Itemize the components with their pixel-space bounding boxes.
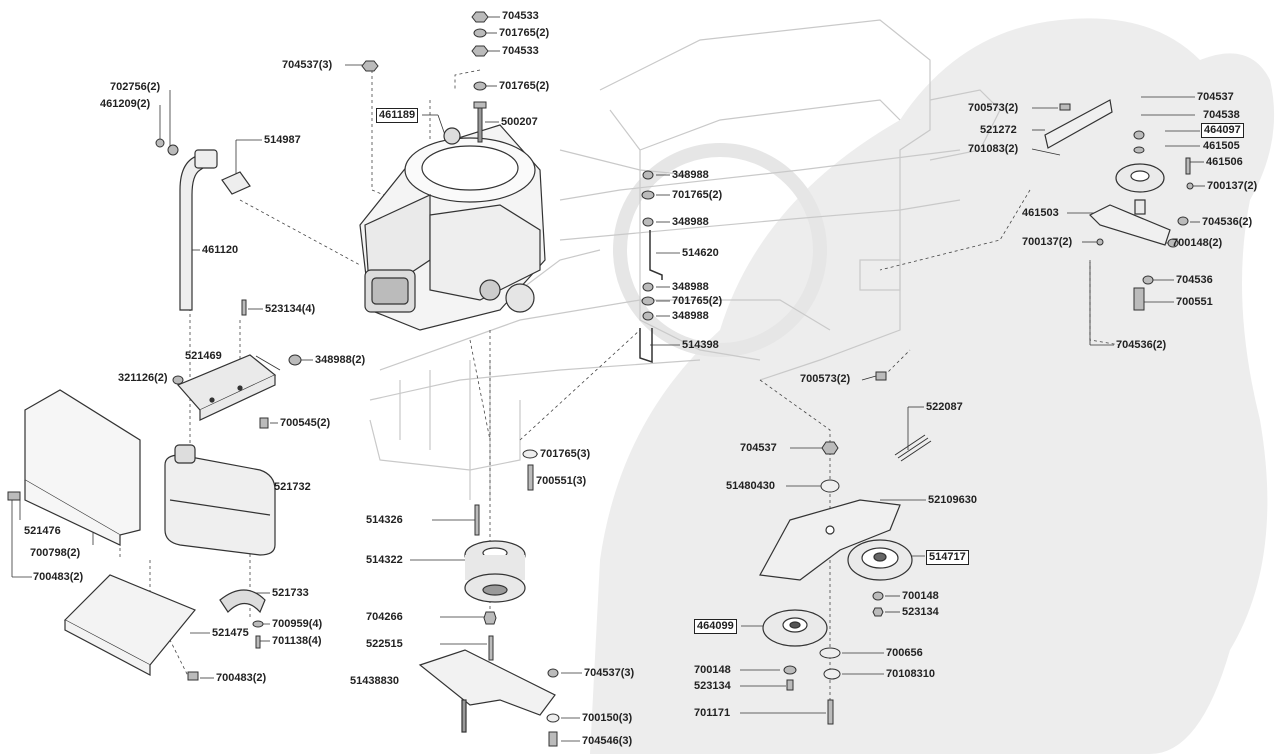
label-522087: 522087 [926,401,963,413]
belt-spring [894,434,932,462]
label-701765-2: 701765(2) [499,27,550,39]
label-461503: 461503 [1022,207,1059,219]
label-348988: 348988 [672,169,709,181]
label-701083-2: 701083(2) [968,143,1019,155]
label-704536-2: 704536(2) [1202,216,1253,228]
label-700148-2: 700148(2) [1172,237,1223,249]
label-701765-2: 701765(2) [499,80,550,92]
label-348988: 348988 [672,281,709,293]
label-514398: 514398 [682,339,719,351]
muffler-bracket [176,354,277,421]
flat-idler-pulley [847,539,913,581]
label-500207: 500207 [501,116,538,128]
engine-assembly [359,124,546,331]
upper-right-pulley [1115,163,1165,215]
label-464097: 464097 [1201,123,1244,138]
label-700551-3: 700551(3) [536,475,587,487]
label-700656: 700656 [886,647,923,659]
label-704536: 704536 [1176,274,1213,286]
label-700798-2: 700798(2) [30,547,81,559]
label-514322: 514322 [366,554,403,566]
engine-pulley [464,540,526,603]
label-514717: 514717 [926,550,969,565]
label-700545-2: 700545(2) [280,417,331,429]
label-52109630: 52109630 [928,494,977,506]
exhaust-flange [219,589,266,614]
watermark-logo [590,18,1275,754]
label-701138-4: 701138(4) [272,635,322,647]
label-700148: 700148 [902,590,939,602]
v-idler-pulley [762,609,828,647]
label-700959-4: 700959(4) [272,618,323,630]
label-704533: 704533 [502,45,539,57]
label-700137-2: 700137(2) [1022,236,1073,248]
label-701171: 701171 [694,707,731,719]
pulley-bracket [418,649,556,733]
label-521733: 521733 [272,587,309,599]
label-70108310: 70108310 [886,668,935,680]
label-464099: 464099 [694,619,737,634]
label-461189: 461189 [376,108,419,123]
label-700483-2: 700483(2) [33,571,84,583]
label-348988-2: 348988(2) [315,354,366,366]
label-704533: 704533 [502,10,539,22]
label-704537-3: 704537(3) [584,667,635,679]
idler-arm [759,499,901,581]
label-348988: 348988 [672,310,709,322]
label-704538: 704538 [1203,109,1240,121]
label-521476: 521476 [24,525,61,537]
label-514987: 514987 [264,134,301,146]
label-521732: 521732 [274,481,311,493]
label-521475: 521475 [212,627,249,639]
label-701765-2: 701765(2) [672,189,723,201]
label-700137-2: 700137(2) [1207,180,1258,192]
label-704537: 704537 [1197,91,1234,103]
label-521469: 521469 [185,350,222,362]
heat-shield [24,389,141,546]
label-51438830: 51438830 [350,675,399,687]
guard-plate [64,574,196,676]
label-348988: 348988 [672,216,709,228]
label-461506: 461506 [1206,156,1243,168]
exhaust-pipe [179,149,251,311]
label-700483-2: 700483(2) [216,672,267,684]
label-704537: 704537 [740,442,777,454]
label-321126-2: 321126(2) [118,372,168,384]
label-461505: 461505 [1203,140,1240,152]
label-514620: 514620 [682,247,719,259]
muffler [164,444,276,556]
label-704537-3: 704537(3) [282,59,333,71]
label-700551: 700551 [1176,296,1213,308]
label-701765-3: 701765(3) [540,448,591,460]
label-700573-2: 700573(2) [968,102,1019,114]
label-521272: 521272 [980,124,1017,136]
label-700148: 700148 [694,664,731,676]
label-461120: 461120 [202,244,239,256]
label-702756-2: 702756(2) [110,81,161,93]
label-704546-3: 704546(3) [582,735,633,747]
label-700573-2: 700573(2) [800,373,851,385]
label-704536-2: 704536(2) [1116,339,1167,351]
label-51480430: 51480430 [726,480,775,492]
label-523134: 523134 [694,680,731,692]
label-461209-2: 461209(2) [100,98,151,110]
label-523134-4: 523134(4) [265,303,316,315]
upper-right-bracket [1044,99,1171,246]
label-700150-3: 700150(3) [582,712,633,724]
label-701765-2: 701765(2) [672,295,723,307]
label-514326: 514326 [366,514,403,526]
label-523134: 523134 [902,606,939,618]
u-bolts [639,230,663,364]
label-704266: 704266 [366,611,403,623]
tractor-frame-outline [369,19,1001,500]
label-522515: 522515 [366,638,403,650]
label-leader-lines [11,16,1205,742]
